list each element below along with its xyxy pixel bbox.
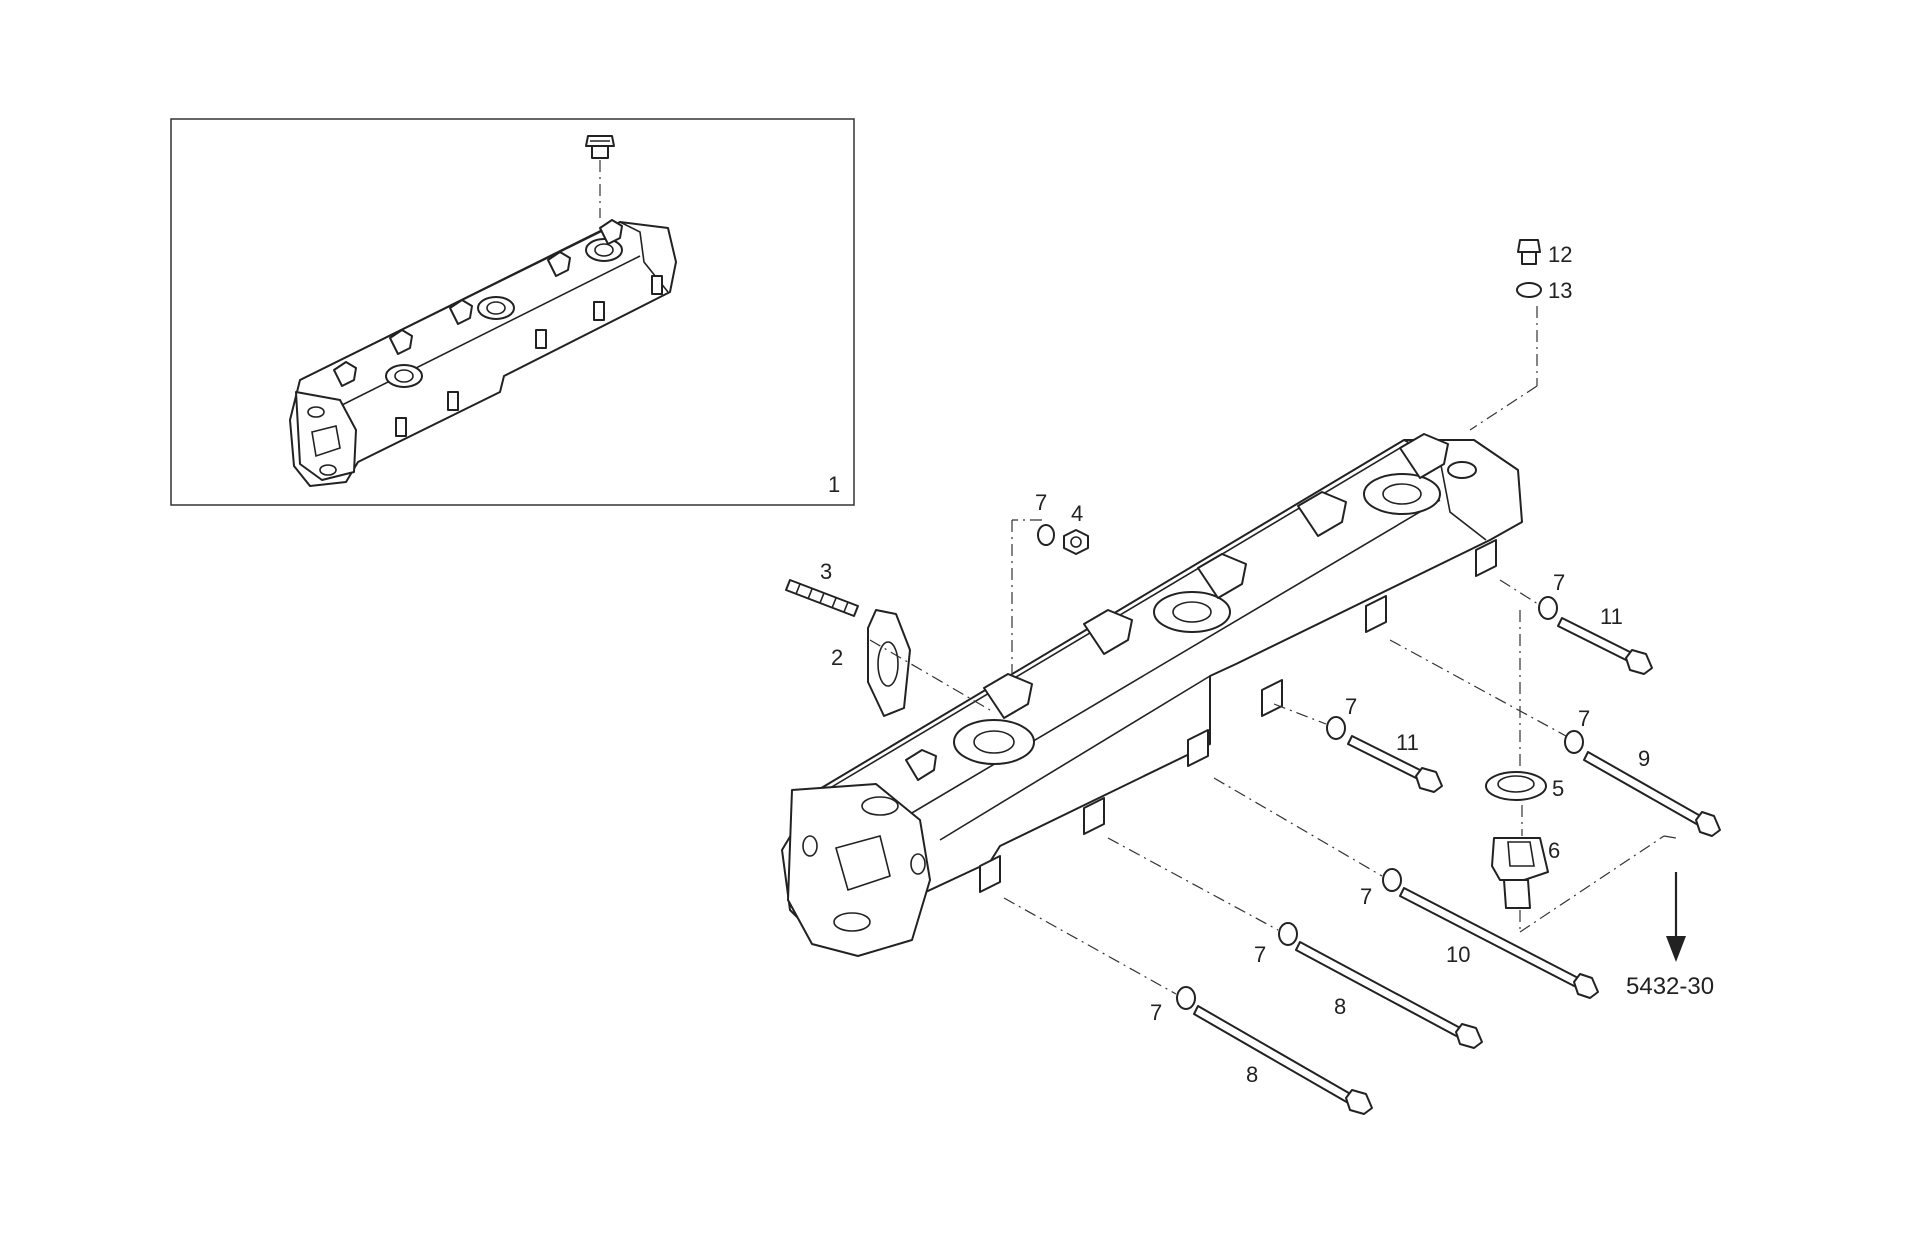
callout-7-b: 7 [1345, 694, 1357, 719]
bolt-8-lower [1193, 1005, 1373, 1115]
callout-3: 3 [820, 559, 832, 584]
callout-8-lower: 8 [1246, 1062, 1258, 1087]
washer-7-c [1564, 730, 1584, 754]
callout-13: 13 [1548, 278, 1572, 303]
callout-8-upper: 8 [1334, 994, 1346, 1019]
bolt-10 [1399, 887, 1599, 999]
callout-7-f: 7 [1150, 1000, 1162, 1025]
reference-code: 5432-30 [1626, 973, 1714, 1000]
callout-9: 9 [1638, 746, 1650, 771]
washer-13 [1516, 282, 1542, 298]
gasket-2 [867, 609, 911, 717]
bolt-11-lower [1347, 735, 1443, 793]
inset-frame [170, 118, 855, 506]
callout-11-upper: 11 [1600, 604, 1623, 629]
washer-7-e [1278, 922, 1298, 946]
callout-7-e: 7 [1254, 942, 1266, 967]
plug-12 [1517, 239, 1541, 265]
callout-6: 6 [1548, 838, 1560, 863]
callout-1: 1 [828, 472, 840, 497]
callout-7-top: 7 [1035, 490, 1047, 515]
callout-2: 2 [831, 645, 843, 670]
callout-5: 5 [1552, 776, 1564, 801]
washer-7-a [1538, 596, 1558, 620]
bolt-11-upper [1557, 617, 1653, 675]
inset-panel: 1 [170, 118, 855, 506]
inset-manifold [289, 219, 677, 487]
inset-plug [585, 135, 615, 159]
nut-4 [1063, 529, 1089, 555]
washer-7-b [1326, 716, 1346, 740]
callout-7-a: 7 [1553, 570, 1565, 595]
callout-4: 4 [1071, 501, 1083, 526]
callout-7-d: 7 [1360, 884, 1372, 909]
washer-7-f [1176, 986, 1196, 1010]
main-manifold [781, 433, 1523, 957]
callout-10: 10 [1446, 942, 1470, 967]
washer-7-d [1382, 868, 1402, 892]
callout-7-c: 7 [1578, 706, 1590, 731]
seal-5 [1485, 771, 1547, 801]
fitting-6 [1491, 837, 1549, 909]
bolt-8-upper [1295, 941, 1483, 1049]
stud-3 [785, 579, 859, 617]
callout-11-lower: 11 [1396, 730, 1419, 755]
callout-12: 12 [1548, 242, 1572, 267]
washer-7-top [1037, 524, 1055, 546]
leader-lines [869, 306, 1677, 995]
reference-arrow [1666, 872, 1686, 962]
bolt-9 [1583, 751, 1721, 837]
